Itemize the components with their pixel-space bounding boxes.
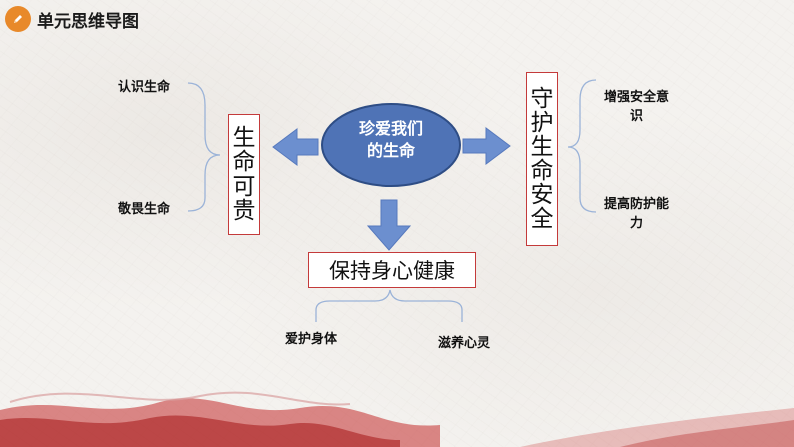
left-box-char: 生 — [233, 126, 256, 150]
bottom-item-care-body: 爱护身体 — [285, 328, 337, 347]
right-box-char: 命 — [531, 159, 554, 183]
right-item-2-line2: 力 — [604, 214, 669, 233]
left-arrow — [273, 129, 318, 165]
center-node: 珍爱我们 的生命 — [322, 118, 460, 162]
right-item-protection-ability: 提高防护能 力 — [604, 195, 669, 233]
right-box-char: 守 — [531, 87, 554, 111]
right-box-char: 全 — [531, 207, 554, 231]
right-arrow — [463, 128, 510, 164]
right-item-safety-awareness: 增强安全意 识 — [604, 88, 669, 126]
left-bracket — [188, 83, 220, 211]
left-item-know-life: 认识生命 — [118, 76, 170, 95]
left-box-char: 可 — [233, 175, 256, 199]
down-arrow — [368, 200, 410, 250]
node-physical-mental-health: 保持身心健康 — [308, 252, 476, 288]
node-life-precious: 生 命 可 贵 — [228, 114, 260, 235]
right-item-1-line2: 识 — [604, 107, 669, 126]
bottom-box-text: 保持身心健康 — [329, 255, 455, 285]
right-box-char: 安 — [531, 183, 554, 207]
right-item-1-line1: 增强安全意 — [604, 88, 669, 107]
left-box-char: 命 — [233, 150, 256, 174]
left-item-revere-life: 敬畏生命 — [118, 198, 170, 217]
right-item-2-line1: 提高防护能 — [604, 195, 669, 214]
bottom-bracket — [316, 290, 462, 322]
node-protect-safety: 守 护 生 命 安 全 — [526, 72, 558, 246]
center-line-2: 的生命 — [322, 140, 460, 162]
right-bracket — [568, 80, 596, 212]
center-line-1: 珍爱我们 — [322, 118, 460, 140]
bottom-item-nourish-mind: 滋养心灵 — [438, 332, 490, 351]
right-box-char: 护 — [531, 111, 554, 135]
right-box-char: 生 — [531, 135, 554, 159]
left-box-char: 贵 — [233, 199, 256, 223]
